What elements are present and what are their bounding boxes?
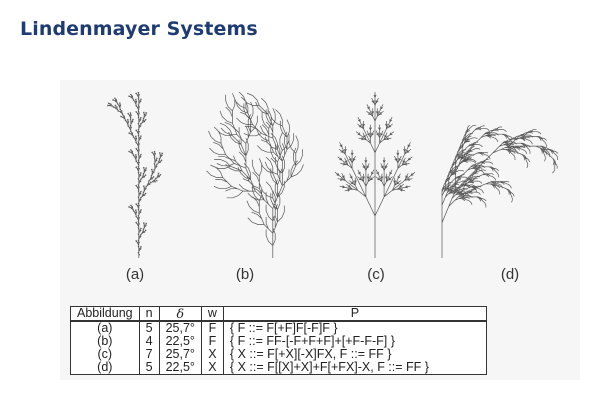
cell-abbildung: (b) <box>70 335 140 348</box>
cell-productions: { X ::= F[[X]+X]+F[+FX]-X, F ::= FF } <box>222 361 487 375</box>
plant-c-branches <box>334 92 416 258</box>
table-row: (a) 5 25,7° F { F ::= F[+F]F[-F]F } <box>70 321 487 335</box>
header-n: n <box>138 306 160 322</box>
cell-productions: { F ::= F[+F]F[-F]F } <box>222 321 487 335</box>
cell-n: 5 <box>138 321 160 335</box>
plant-a-drawing <box>107 92 164 258</box>
plant-b-branches <box>206 91 304 258</box>
cell-abbildung: (a) <box>70 321 140 335</box>
cell-w: F <box>200 321 224 335</box>
cell-delta: 25,7° <box>158 321 202 335</box>
header-abbildung: Abbildung <box>70 306 140 322</box>
header-w: w <box>200 306 224 322</box>
lsystem-table: Abbildung n δ w P (a) 5 25,7° F { F ::= … <box>70 306 487 375</box>
figure-label-a: (a) <box>125 266 145 283</box>
plant-d-branches <box>441 124 559 258</box>
cell-productions: { F ::= FF-[-F+F+F]+[+F-F-F] } <box>222 335 487 348</box>
cell-delta: 22,5° <box>158 361 202 375</box>
figure-label-d: (d) <box>500 266 520 283</box>
cell-w: X <box>200 361 224 375</box>
figure-label-b: (b) <box>235 266 255 283</box>
slide-title: Lindenmayer Systems <box>20 18 258 40</box>
table-row: (d) 5 22,5° X { X ::= F[[X]+X]+F[+FX]-X,… <box>70 361 487 375</box>
plant-a-branches <box>107 92 164 258</box>
plant-b-drawing <box>206 91 304 258</box>
lsystem-figure: (a) (b) (c) (d) Abbildung n δ w P (a) 5 … <box>60 80 580 380</box>
table-header-row: Abbildung n δ w P <box>70 306 487 322</box>
cell-n: 5 <box>138 361 160 375</box>
cell-delta: 22,5° <box>158 335 202 348</box>
plant-c-drawing <box>334 92 416 258</box>
table-row: (c) 7 25,7° X { X ::= F[+X][-X]FX, F ::=… <box>70 348 487 361</box>
figure-label-c: (c) <box>367 266 385 283</box>
cell-abbildung: (d) <box>70 361 140 375</box>
cell-w: X <box>200 348 224 361</box>
table-row: (b) 4 22,5° F { F ::= FF-[-F+F+F]+[+F-F-… <box>70 335 487 348</box>
cell-delta: 25,7° <box>158 348 202 361</box>
plant-d-drawing <box>441 124 559 258</box>
cell-productions: { X ::= F[+X][-X]FX, F ::= FF } <box>222 348 487 361</box>
header-delta: δ <box>158 306 202 322</box>
cell-w: F <box>200 335 224 348</box>
header-p: P <box>222 306 487 322</box>
